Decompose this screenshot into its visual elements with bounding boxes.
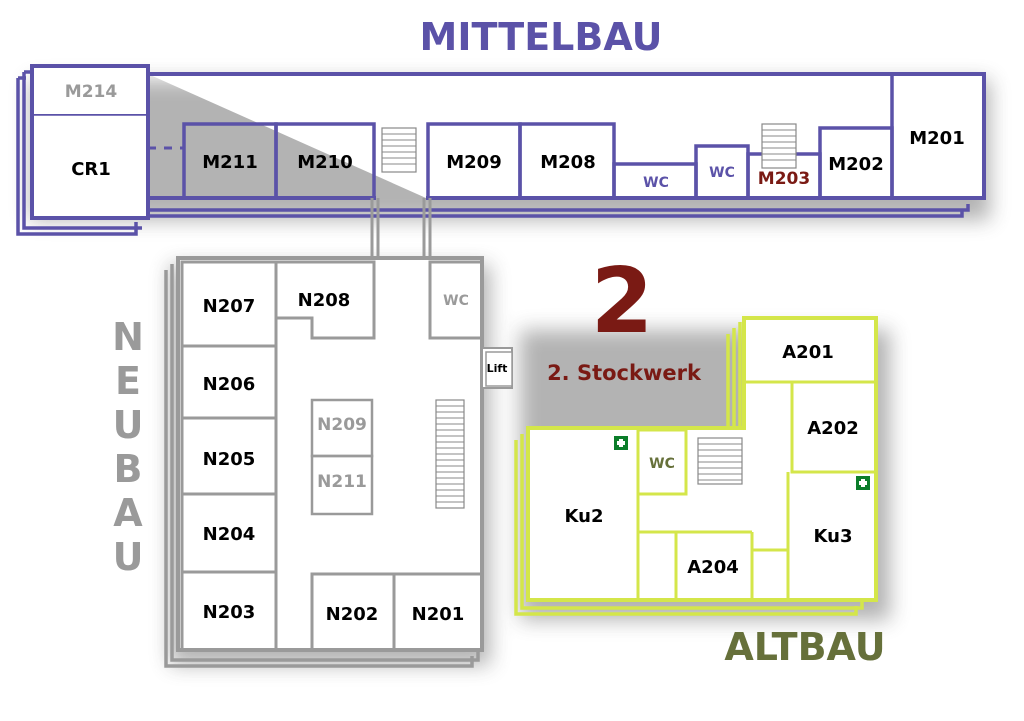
room-n206: N206: [203, 374, 256, 395]
room-n203: N203: [203, 602, 256, 623]
room-ku3: Ku3: [814, 526, 853, 547]
room-n211: N211: [317, 472, 367, 492]
room-wc: WC: [443, 293, 469, 309]
first-aid-icon: [614, 436, 628, 450]
floor-label: 2. Stockwerk: [547, 361, 702, 385]
room-m210: M210: [297, 152, 353, 173]
neubau-letter: N: [112, 315, 144, 359]
room-n207: N207: [203, 296, 256, 317]
neubau-letter: A: [113, 491, 143, 535]
floor-number: 2: [591, 249, 654, 354]
building-title-neubau: N E U B A U: [112, 315, 144, 579]
room-n208: N208: [298, 290, 351, 311]
neubau-letter: B: [114, 447, 143, 491]
room-a201: A201: [782, 342, 834, 363]
lift-icon: Lift: [487, 362, 508, 375]
building-title-altbau: ALTBAU: [724, 625, 885, 669]
room-m208: M208: [540, 152, 596, 173]
neubau-letter: U: [113, 535, 144, 579]
room-cr1: CR1: [71, 159, 111, 180]
room-m203: M203: [758, 169, 810, 189]
neubau-letter: E: [115, 359, 141, 403]
room-n209: N209: [317, 415, 367, 435]
building-neubau: [164, 256, 513, 668]
first-aid-icon: [856, 476, 870, 490]
room-n201: N201: [412, 604, 465, 625]
stairs-icon: [697, 437, 743, 485]
room-wc: WC: [709, 165, 735, 181]
neubau-letter: U: [113, 403, 144, 447]
room-a204: A204: [687, 557, 739, 578]
building-mittelbau: [16, 64, 986, 262]
stairs-icon: [435, 399, 465, 509]
room-wc: WC: [649, 456, 675, 472]
room-m201: M201: [909, 128, 965, 149]
room-n202: N202: [326, 604, 379, 625]
building-title-mittelbau: MITTELBAU: [420, 15, 663, 59]
room-m202: M202: [828, 154, 884, 175]
stairs-icon: [381, 127, 417, 173]
room-n204: N204: [203, 524, 256, 545]
room-n205: N205: [203, 449, 256, 470]
room-m211: M211: [202, 152, 258, 173]
stairs-icon: [761, 123, 797, 169]
room-a202: A202: [807, 418, 859, 439]
room-m209: M209: [446, 152, 502, 173]
room-wc: WC: [643, 175, 669, 191]
room-ku2: Ku2: [565, 506, 604, 527]
room-m214: M214: [65, 82, 118, 102]
